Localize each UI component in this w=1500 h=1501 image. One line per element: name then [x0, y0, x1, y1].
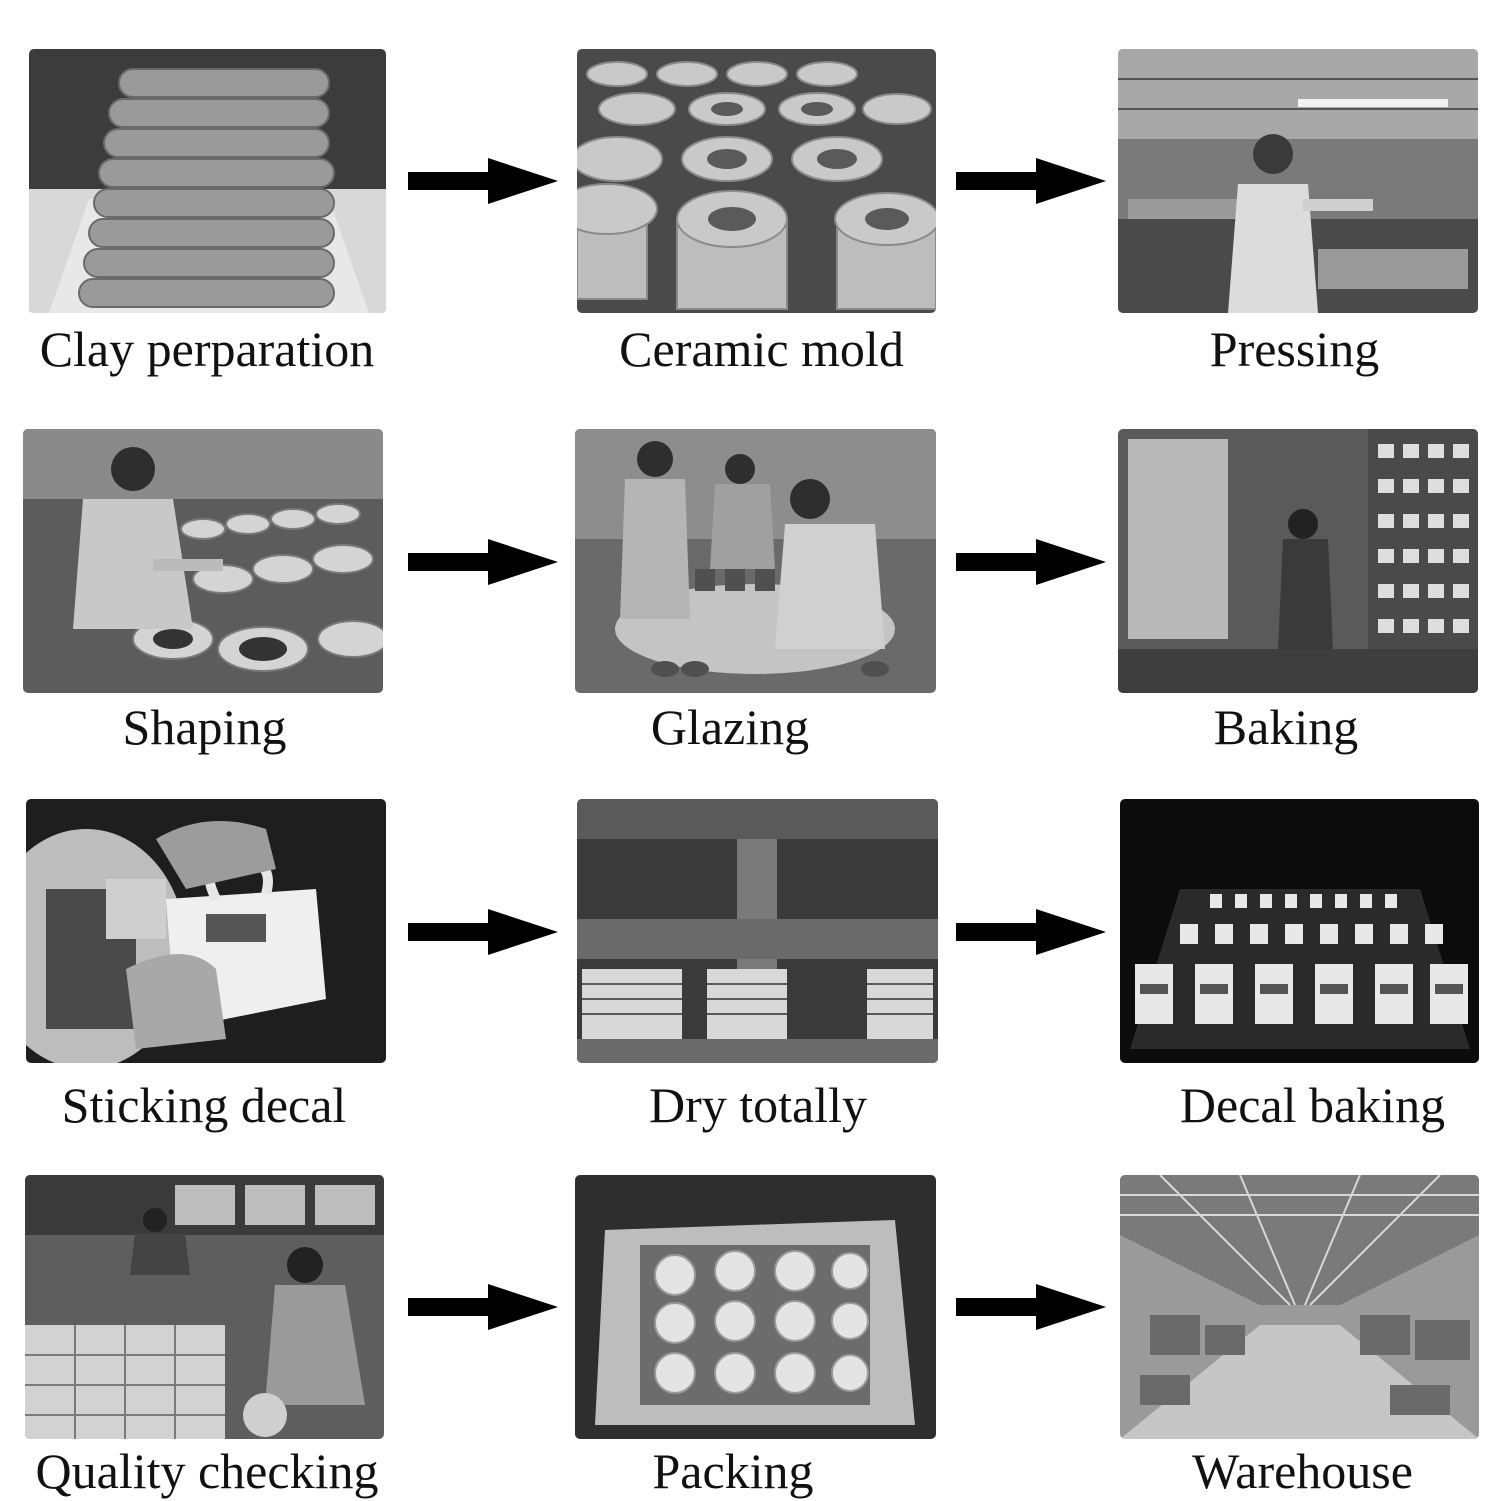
step-label-clay-preparation: Clay perparation [0, 319, 414, 379]
step-label-shaping: Shaping [53, 697, 356, 757]
step-label-baking: Baking [1136, 697, 1436, 757]
right-arrow-icon [408, 537, 558, 587]
right-arrow-icon [956, 1282, 1106, 1332]
step-label-warehouse: Warehouse [1145, 1441, 1460, 1501]
right-arrow-icon [956, 156, 1106, 206]
step-photo-warehouse [1120, 1175, 1479, 1439]
step-photo-shaping [23, 429, 383, 693]
step-label-ceramic-mold: Ceramic mold [553, 319, 970, 379]
step-photo-ceramic-mold [577, 49, 936, 313]
right-arrow-icon [408, 907, 558, 957]
step-label-glazing: Glazing [580, 697, 880, 757]
step-photo-sticking-decal [26, 799, 386, 1063]
step-photo-baking [1118, 429, 1478, 693]
step-photo-decal-baking [1120, 799, 1479, 1063]
step-photo-pressing [1118, 49, 1478, 313]
step-photo-quality-checking [25, 1175, 384, 1439]
right-arrow-icon [956, 537, 1106, 587]
step-label-pressing: Pressing [1140, 319, 1449, 379]
step-photo-packing [575, 1175, 936, 1439]
step-label-quality-checking: Quality checking [0, 1441, 414, 1501]
step-photo-clay-preparation [29, 49, 386, 313]
step-photo-dry-totally [577, 799, 938, 1063]
step-label-decal-baking: Decal baking [1150, 1075, 1475, 1135]
right-arrow-icon [956, 907, 1106, 957]
step-label-sticking-decal: Sticking decal [24, 1075, 384, 1135]
step-label-dry-totally: Dry totally [598, 1075, 918, 1135]
step-label-packing: Packing [583, 1441, 883, 1501]
right-arrow-icon [408, 1282, 558, 1332]
right-arrow-icon [408, 156, 558, 206]
step-photo-glazing [575, 429, 936, 693]
